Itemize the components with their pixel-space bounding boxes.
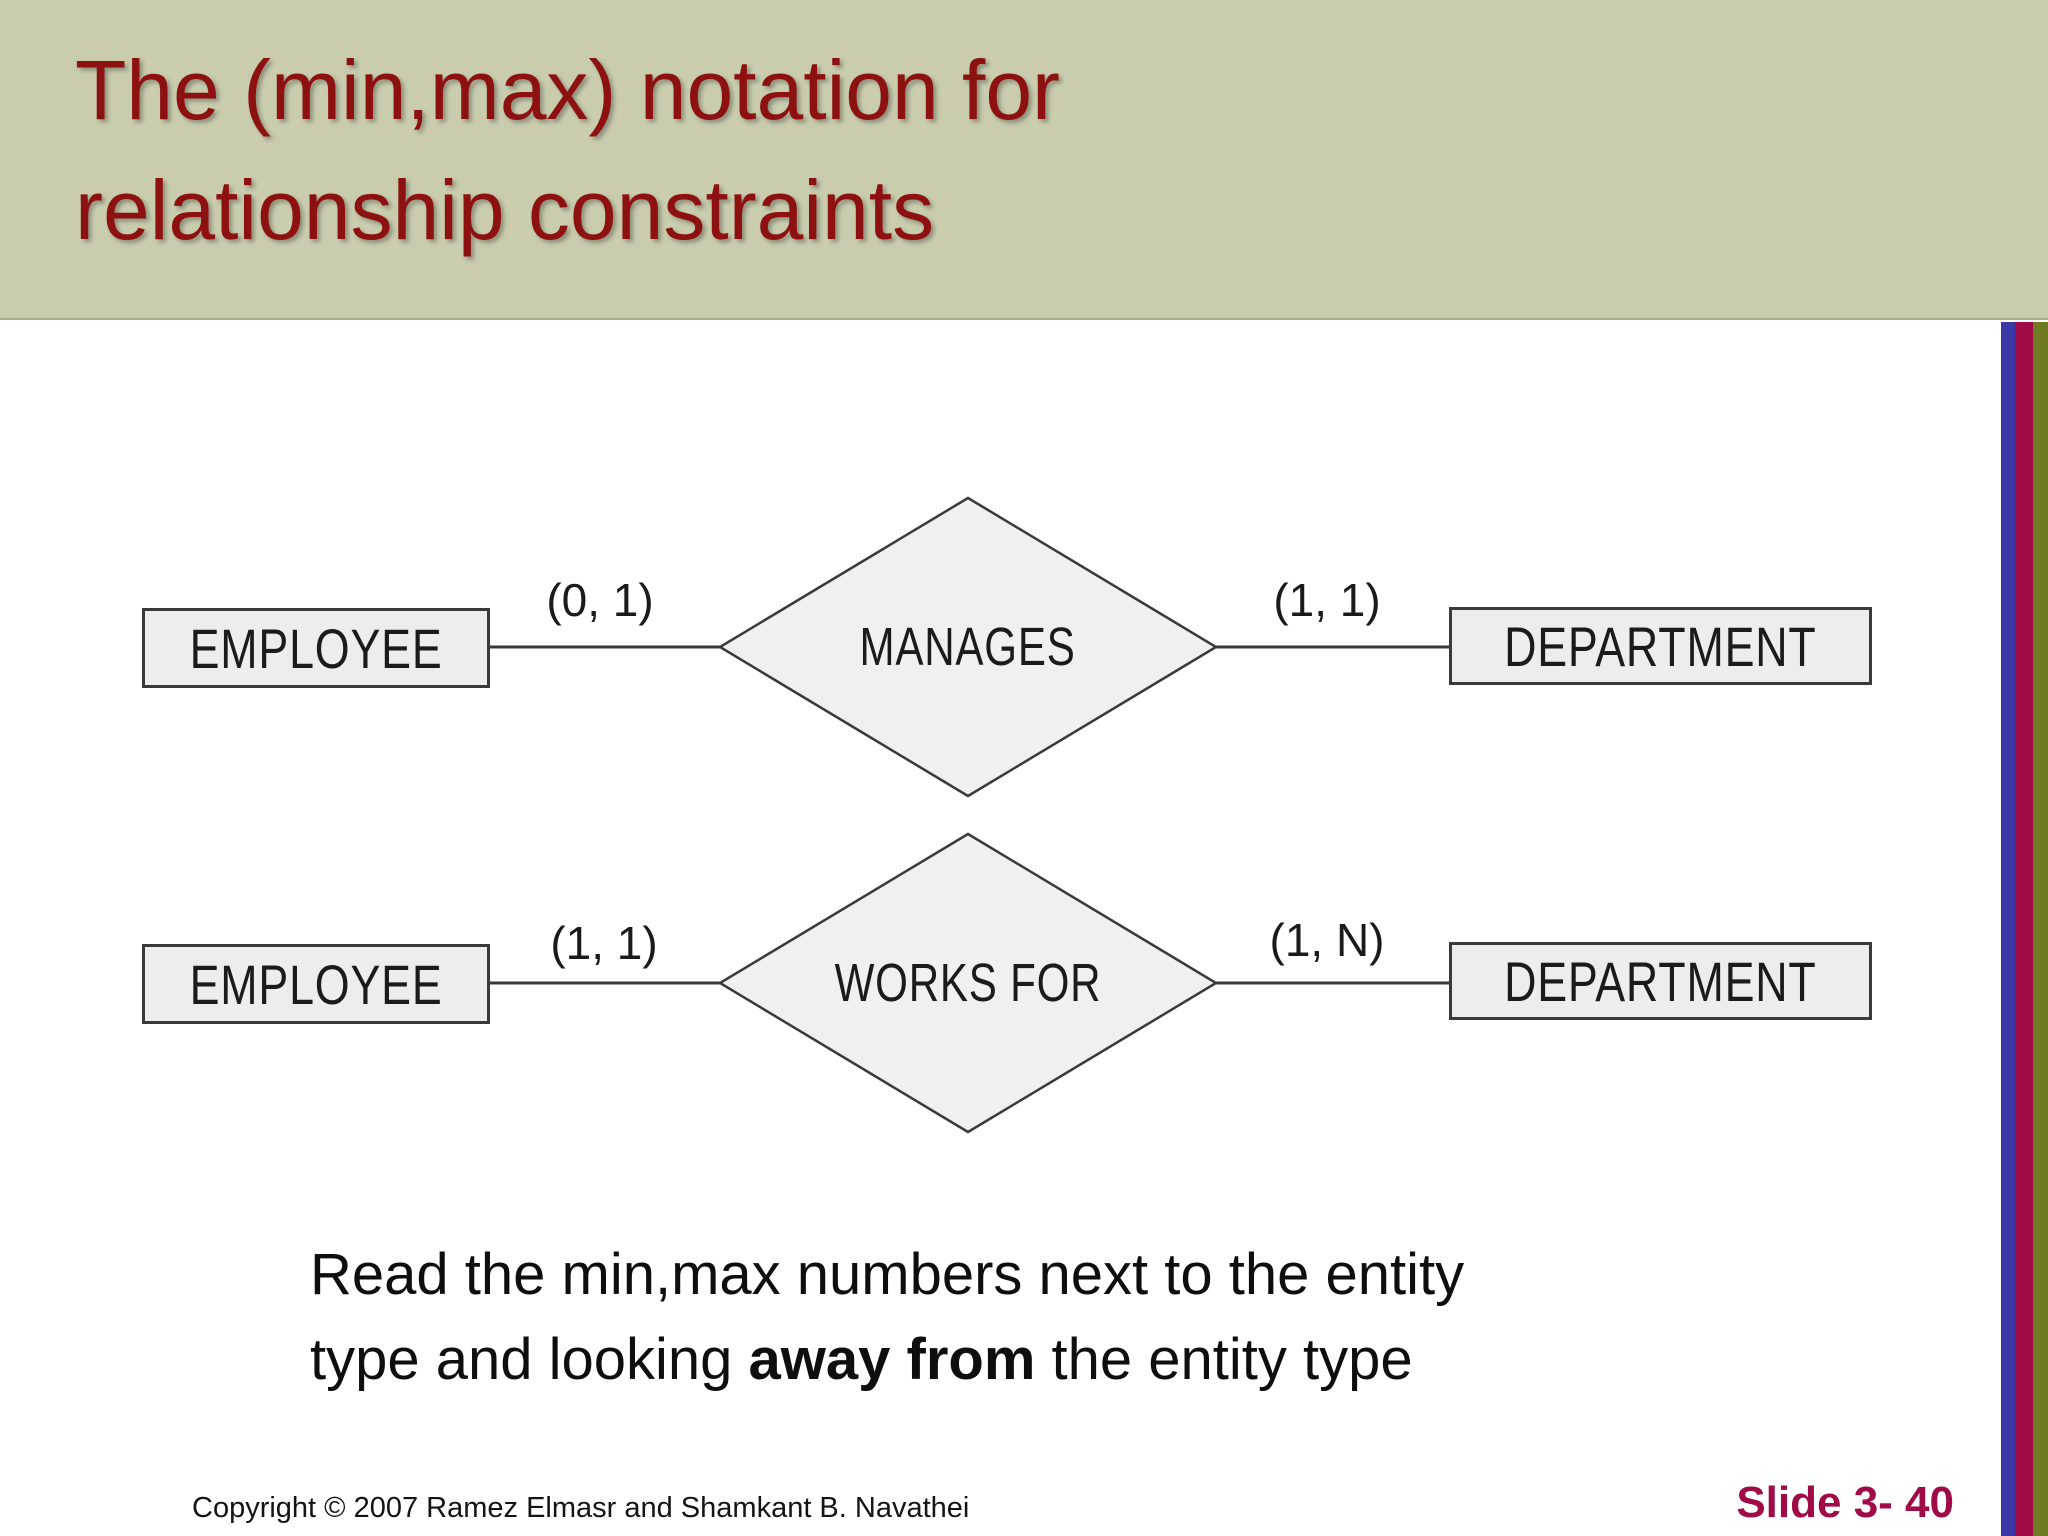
slide-number: Slide 3- 40	[1736, 1478, 1954, 1527]
entity-box-department-row2: DEPARTMENT	[1449, 942, 1872, 1020]
right-edge-stripe-blue	[2001, 322, 2015, 1536]
note-line1: Read the min,max numbers next to the ent…	[310, 1242, 1465, 1307]
entity-box-employee-row2: EMPLOYEE	[142, 944, 490, 1024]
entity-label: EMPLOYEE	[189, 952, 443, 1016]
relationship-diamond-worksfor	[717, 832, 1219, 1134]
cardinality-label-row2-left: (1, 1)	[550, 917, 658, 969]
slide-header: The (min,max) notation for relationship …	[0, 0, 2048, 320]
cardinality-label-row2-right: (1, N)	[1269, 914, 1385, 966]
entity-label: DEPARTMENT	[1504, 614, 1817, 678]
copyright-text: Copyright © 2007 Ramez Elmasr and Shamka…	[192, 1492, 970, 1524]
entity-label: EMPLOYEE	[189, 616, 443, 680]
note-line2: type and looking away from the entity ty…	[310, 1327, 1413, 1392]
note-text: Read the min,max numbers next to the ent…	[310, 1232, 1464, 1402]
cardinality-label-row1-right: (1, 1)	[1273, 574, 1381, 626]
entity-label: DEPARTMENT	[1504, 949, 1817, 1013]
relationship-name-worksfor: WORKS FOR	[834, 953, 1102, 1013]
cardinality-label-row1-left: (0, 1)	[546, 574, 654, 626]
entity-box-department-row1: DEPARTMENT	[1449, 607, 1872, 685]
right-edge-stripe-maroon	[2015, 322, 2033, 1536]
entity-box-employee-row1: EMPLOYEE	[142, 608, 490, 688]
slide-title: The (min,max) notation for relationship …	[75, 43, 1061, 257]
right-edge-stripe-olive	[2033, 322, 2048, 1536]
note-bold-phrase: away from	[748, 1327, 1036, 1392]
relationship-name-manages: MANAGES	[859, 617, 1077, 677]
relationship-diamond-manages	[717, 496, 1219, 798]
